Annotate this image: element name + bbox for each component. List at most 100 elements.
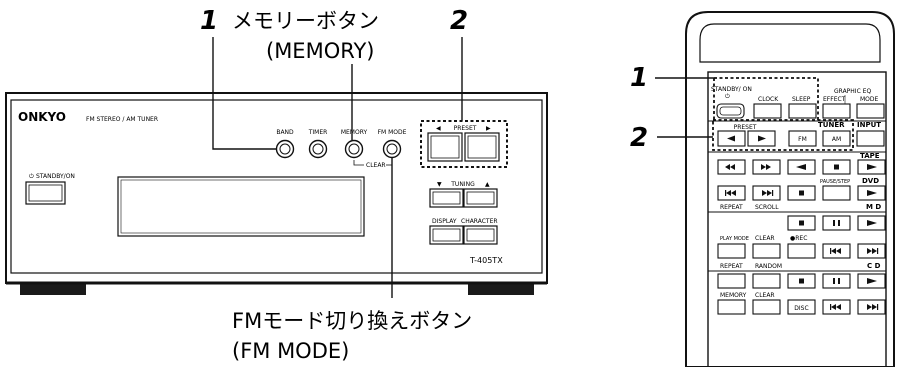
remote-tape-play-button[interactable] — [857, 159, 886, 175]
remote-memory-label: MEMORY — [720, 292, 747, 299]
remote-md-next-button[interactable] — [857, 243, 886, 259]
remote-dvd-repeat-label: REPEAT — [720, 204, 743, 211]
remote-tape-ff-button[interactable] — [752, 159, 781, 175]
remote-graphic-eq-label: GRAPHIC EQ — [834, 88, 871, 95]
remote-clock-label: CLOCK — [758, 96, 779, 103]
remote-cd-next-button[interactable] — [857, 299, 886, 315]
preset-down-button[interactable] — [427, 132, 463, 162]
fm-mode-label: FM MODE — [378, 129, 407, 136]
remote-md-pause-button[interactable] — [822, 215, 851, 231]
remote-md-clear-label: CLEAR — [755, 235, 775, 242]
remote-cd-stop-button[interactable] — [787, 273, 816, 289]
tuning-label: TUNING — [450, 181, 475, 188]
remote-play-mode-button[interactable] — [717, 243, 746, 259]
remote-tape-reverse-button[interactable] — [787, 159, 816, 175]
remote-random-label: RANDOM — [755, 263, 782, 270]
remote-repeat-button[interactable] — [717, 273, 746, 289]
brand-logo: ONKYO — [18, 110, 66, 124]
remote-md-stop-button[interactable] — [787, 215, 816, 231]
preset-right-arrow: ▶ — [486, 125, 491, 132]
remote-callouts: 1 2 — [630, 63, 714, 153]
remote-tape-rew-button[interactable] — [717, 159, 746, 175]
remote-effect-button[interactable] — [822, 103, 851, 119]
remote-standby-label: STANDBY/ ON — [711, 86, 752, 93]
standby-button[interactable] — [25, 181, 66, 205]
remote-am-button[interactable] — [822, 130, 851, 147]
preset-left-arrow: ◀ — [436, 125, 441, 132]
memory-button[interactable] — [344, 139, 364, 159]
remote-callout-number-2: 2 — [630, 123, 648, 153]
clear-label: CLEAR — [366, 162, 386, 169]
tuning-up-button[interactable] — [463, 188, 498, 208]
remote-preset-down-button[interactable] — [717, 130, 746, 147]
display-label: DISPLAY — [432, 218, 457, 225]
remote-sleep-button[interactable] — [788, 103, 817, 119]
memory-callout-jp: メモリーボタン — [232, 9, 379, 33]
timer-label: TIMER — [308, 129, 328, 136]
remote-play-mode-label: PLAY MODE — [720, 236, 749, 242]
remote-standby-button[interactable] — [716, 103, 745, 119]
remote-cd-prev-button[interactable] — [822, 299, 851, 315]
remote-ir-window — [699, 23, 881, 63]
remote-memory-button[interactable] — [717, 299, 746, 315]
remote-tape-label: TAPE — [860, 152, 880, 160]
tuner-unit: ONKYO FM STEREO / AM TUNER ⏻ STANDBY/ON … — [5, 92, 548, 295]
remote-md-play-button[interactable] — [857, 215, 886, 231]
remote-cd-play-button[interactable] — [857, 273, 886, 289]
remote-tuner-label: TUNER — [818, 121, 845, 129]
character-button[interactable] — [463, 225, 498, 245]
standby-symbol: ⏻ — [29, 173, 34, 180]
remote-button-panel — [707, 71, 887, 367]
preset-label: PRESET — [454, 125, 477, 132]
display-button[interactable] — [429, 225, 464, 245]
remote-clock-button[interactable] — [753, 103, 782, 119]
tuning-down-button[interactable] — [429, 188, 464, 208]
remote-disc-button[interactable] — [787, 299, 816, 315]
remote-cd-clear-button[interactable] — [752, 299, 781, 315]
remote-input-label: INPUT — [857, 121, 881, 129]
remote-standby-symbol: ⏻ — [725, 93, 730, 100]
remote-fm-button[interactable] — [788, 130, 817, 147]
remote-dvd-play-button[interactable] — [857, 185, 886, 201]
remote-preset-label: PRESET — [734, 124, 757, 131]
remote-random-button[interactable] — [752, 273, 781, 289]
remote-cd-clear-label: CLEAR — [755, 292, 775, 299]
remote-dvd-pause-step-button[interactable] — [822, 185, 851, 201]
tuning-up-arrow: ▲ — [485, 181, 490, 188]
remote-md-repeat-label: REPEAT — [720, 263, 743, 270]
callout-line-1 — [212, 37, 276, 150]
remote-input-button[interactable] — [856, 130, 885, 147]
tuner-callouts: 1 メモリーボタン (MEMORY) 2 FMモード切り換えボタン (FM MO… — [200, 6, 472, 363]
remote-md-clear-button[interactable] — [752, 243, 781, 259]
character-label: CHARACTER — [461, 218, 498, 225]
remote-cd-pause-button[interactable] — [822, 273, 851, 289]
remote-md-prev-button[interactable] — [822, 243, 851, 259]
fm-mode-button[interactable] — [382, 139, 402, 159]
model-label: T-405TX — [469, 256, 503, 265]
remote-dvd-stop-button[interactable] — [787, 185, 816, 201]
fm-mode-callout-jp: FMモード切り換えボタン — [232, 309, 472, 333]
remote-dvd-next-button[interactable] — [752, 185, 781, 201]
fm-mode-callout-en: (FM MODE) — [232, 339, 349, 363]
remote-md-label: M D — [866, 203, 881, 211]
remote-tape-stop-button[interactable] — [822, 159, 851, 175]
clear-bracket — [353, 160, 364, 166]
timer-button[interactable] — [308, 139, 328, 159]
remote-cd-label: C D — [867, 262, 881, 270]
remote-dvd-label: DVD — [862, 177, 879, 185]
preset-up-button[interactable] — [464, 132, 500, 162]
remote-disc-label: DISC — [794, 305, 808, 312]
remote-mode-button[interactable] — [856, 103, 885, 119]
band-label: BAND — [276, 129, 294, 136]
band-button[interactable] — [275, 139, 295, 159]
remote-effect-label: EFFECT — [823, 96, 846, 103]
remote-rec-button[interactable] — [787, 243, 816, 259]
remote-preset-up-button[interactable] — [747, 130, 776, 147]
remote-callout-number-1: 1 — [630, 63, 648, 93]
tuning-down-arrow: ▼ — [437, 181, 442, 188]
callout-number-2: 2 — [450, 6, 468, 36]
remote-dvd-prev-button[interactable] — [717, 185, 746, 201]
remote-sleep-label: SLEEP — [792, 96, 811, 103]
